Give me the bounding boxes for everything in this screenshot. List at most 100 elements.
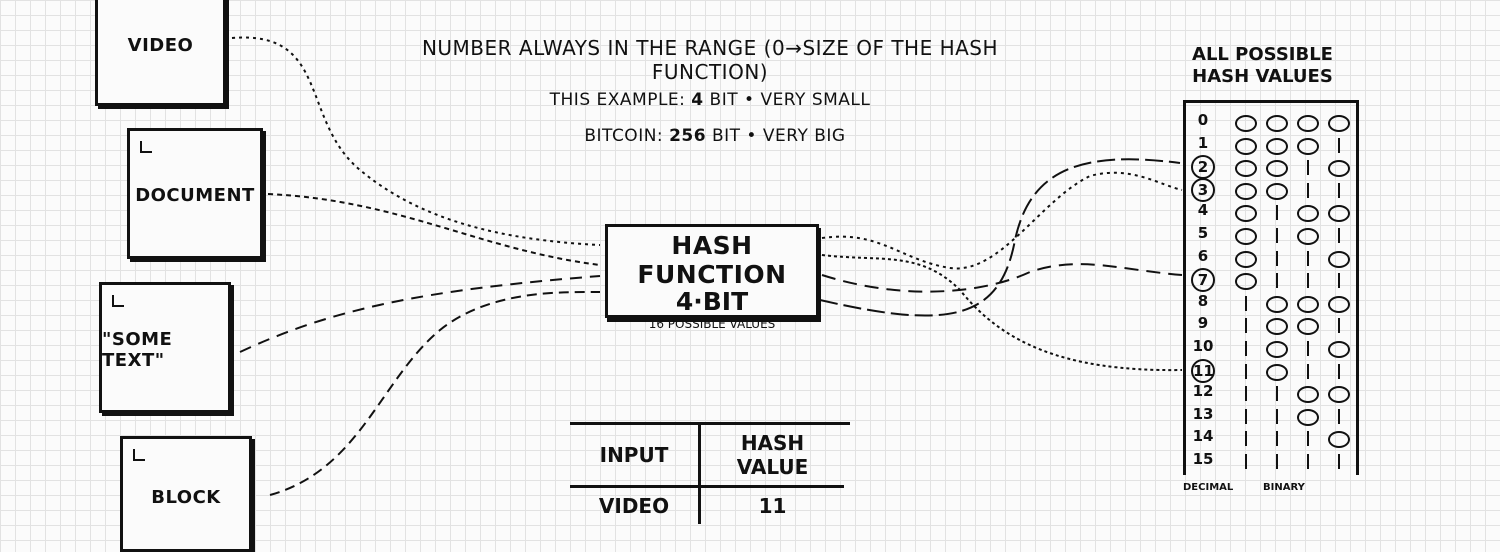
bit-zero-mark — [1297, 318, 1319, 336]
bit-zero-mark — [1328, 386, 1350, 404]
hash-value-row: 13 — [1186, 405, 1356, 428]
bit-zero-mark — [1235, 250, 1257, 268]
hash-value-row: 11 — [1186, 358, 1356, 383]
video-connector — [231, 36, 601, 246]
hash-value-decimal: 15 — [1192, 450, 1214, 468]
bit-one-mark — [1307, 341, 1309, 356]
bit-zero-mark — [1235, 228, 1257, 245]
to-value-2 — [819, 158, 1181, 317]
to-value-11 — [821, 254, 1183, 372]
bit-zero-mark — [1297, 137, 1319, 155]
table-cell-hash: 11 — [758, 494, 787, 518]
hash-value-row: 9 — [1186, 314, 1356, 337]
table-cell-input: VIDEO — [570, 486, 701, 524]
bit-zero-mark — [1297, 295, 1319, 313]
hash-value-decimal: 4 — [1197, 201, 1209, 220]
input-video-label: VIDEO — [127, 34, 194, 56]
bit-zero-mark — [1328, 115, 1350, 132]
bit-zero-mark — [1297, 386, 1319, 404]
bit-zero-mark — [1266, 341, 1288, 358]
hash-value-row: 10 — [1186, 337, 1356, 360]
page-fold-icon — [112, 295, 124, 307]
bit-zero-mark — [1328, 250, 1350, 268]
bit-one-mark — [1307, 273, 1309, 289]
hash-value-decimal: 13 — [1192, 404, 1214, 423]
bit-one-mark — [1276, 205, 1278, 221]
hash-value-decimal: 2 — [1191, 155, 1215, 180]
bit-zero-mark — [1235, 137, 1257, 155]
some-text-connector — [239, 275, 601, 353]
bit-zero-mark — [1328, 341, 1350, 358]
bit-zero-mark — [1297, 228, 1319, 245]
input-block-label: BLOCK — [151, 487, 221, 508]
hash-values-title-line1: ALL POSSIBLE — [1192, 44, 1333, 65]
hash-value-row: 5 — [1186, 224, 1356, 247]
bitcoin-bits: 256 — [669, 126, 707, 146]
bit-one-mark — [1276, 431, 1278, 447]
bit-zero-mark — [1266, 318, 1288, 336]
bit-one-mark — [1245, 363, 1247, 379]
bit-zero-mark — [1266, 115, 1288, 132]
bit-zero-mark — [1235, 182, 1257, 200]
bit-one-mark — [1338, 454, 1340, 469]
bit-zero-mark — [1328, 295, 1350, 313]
bit-zero-mark — [1235, 115, 1257, 132]
decimal-axis-label: DECIMAL — [1183, 482, 1234, 493]
bit-one-mark — [1338, 273, 1340, 289]
input-document-label: DOCUMENT — [135, 185, 255, 206]
hash-value-decimal: 10 — [1192, 337, 1214, 355]
bit-one-mark — [1338, 182, 1340, 198]
bit-one-mark — [1245, 341, 1247, 356]
hash-value-decimal: 8 — [1197, 291, 1209, 310]
hash-value-row: 8 — [1186, 292, 1356, 315]
hash-value-row: 12 — [1186, 382, 1356, 405]
bit-one-mark — [1307, 182, 1309, 198]
table-body: VIDEO 11 — [570, 486, 844, 524]
hash-value-row: 3 — [1186, 177, 1356, 202]
bit-one-mark — [1307, 160, 1309, 176]
page-fold-icon — [140, 141, 152, 153]
hash-value-decimal: 0 — [1197, 111, 1209, 129]
bit-zero-mark — [1297, 115, 1319, 132]
range-caption: NUMBER ALWAYS IN THE RANGE (0→SIZE OF TH… — [421, 36, 999, 84]
bitcoin-prefix: BITCOIN: — [584, 126, 670, 146]
hash-value-decimal: 11 — [1191, 358, 1215, 383]
bit-one-mark — [1276, 408, 1278, 424]
hash-value-decimal: 3 — [1191, 177, 1215, 202]
table-header-row: INPUT HASH VALUE — [570, 425, 844, 488]
example-prefix: THIS EXAMPLE: — [549, 90, 692, 110]
page-fold-icon — [133, 449, 145, 461]
bit-one-mark — [1245, 318, 1247, 334]
hash-value-row: 4 — [1186, 201, 1356, 224]
bit-zero-mark — [1235, 205, 1257, 223]
hash-value-decimal: 14 — [1192, 427, 1214, 446]
bit-one-mark — [1245, 431, 1247, 447]
bit-one-mark — [1338, 408, 1340, 424]
block-connector — [269, 290, 601, 496]
bit-one-mark — [1276, 228, 1278, 243]
to-value-3 — [821, 171, 1183, 270]
hash-value-decimal: 7 — [1191, 268, 1215, 293]
hash-value-decimal: 6 — [1197, 246, 1209, 265]
bit-one-mark — [1276, 273, 1278, 289]
bit-one-mark — [1276, 386, 1278, 402]
hash-values-title-line2: HASH VALUES — [1192, 66, 1333, 87]
hash-value-row: 6 — [1186, 247, 1356, 270]
input-video: VIDEO — [95, 0, 226, 106]
example-caption: THIS EXAMPLE: 4 BIT • VERY SMALL — [540, 90, 880, 110]
header-hash-value: HASH VALUE — [699, 425, 844, 488]
bit-one-mark — [1245, 408, 1247, 424]
bit-one-mark — [1307, 250, 1309, 266]
input-block: BLOCK — [120, 436, 252, 552]
hash-value-row: 0 — [1186, 111, 1356, 134]
document-connector — [267, 193, 601, 266]
bit-zero-mark — [1235, 160, 1257, 178]
bit-zero-mark — [1266, 363, 1288, 381]
bit-one-mark — [1338, 137, 1340, 153]
header-input: INPUT — [570, 425, 701, 488]
hash-value-row: 7 — [1186, 268, 1356, 293]
hash-value-row: 2 — [1186, 155, 1356, 180]
hash-value-decimal: 12 — [1192, 382, 1214, 401]
bit-zero-mark — [1297, 205, 1319, 223]
bit-one-mark — [1276, 454, 1278, 469]
